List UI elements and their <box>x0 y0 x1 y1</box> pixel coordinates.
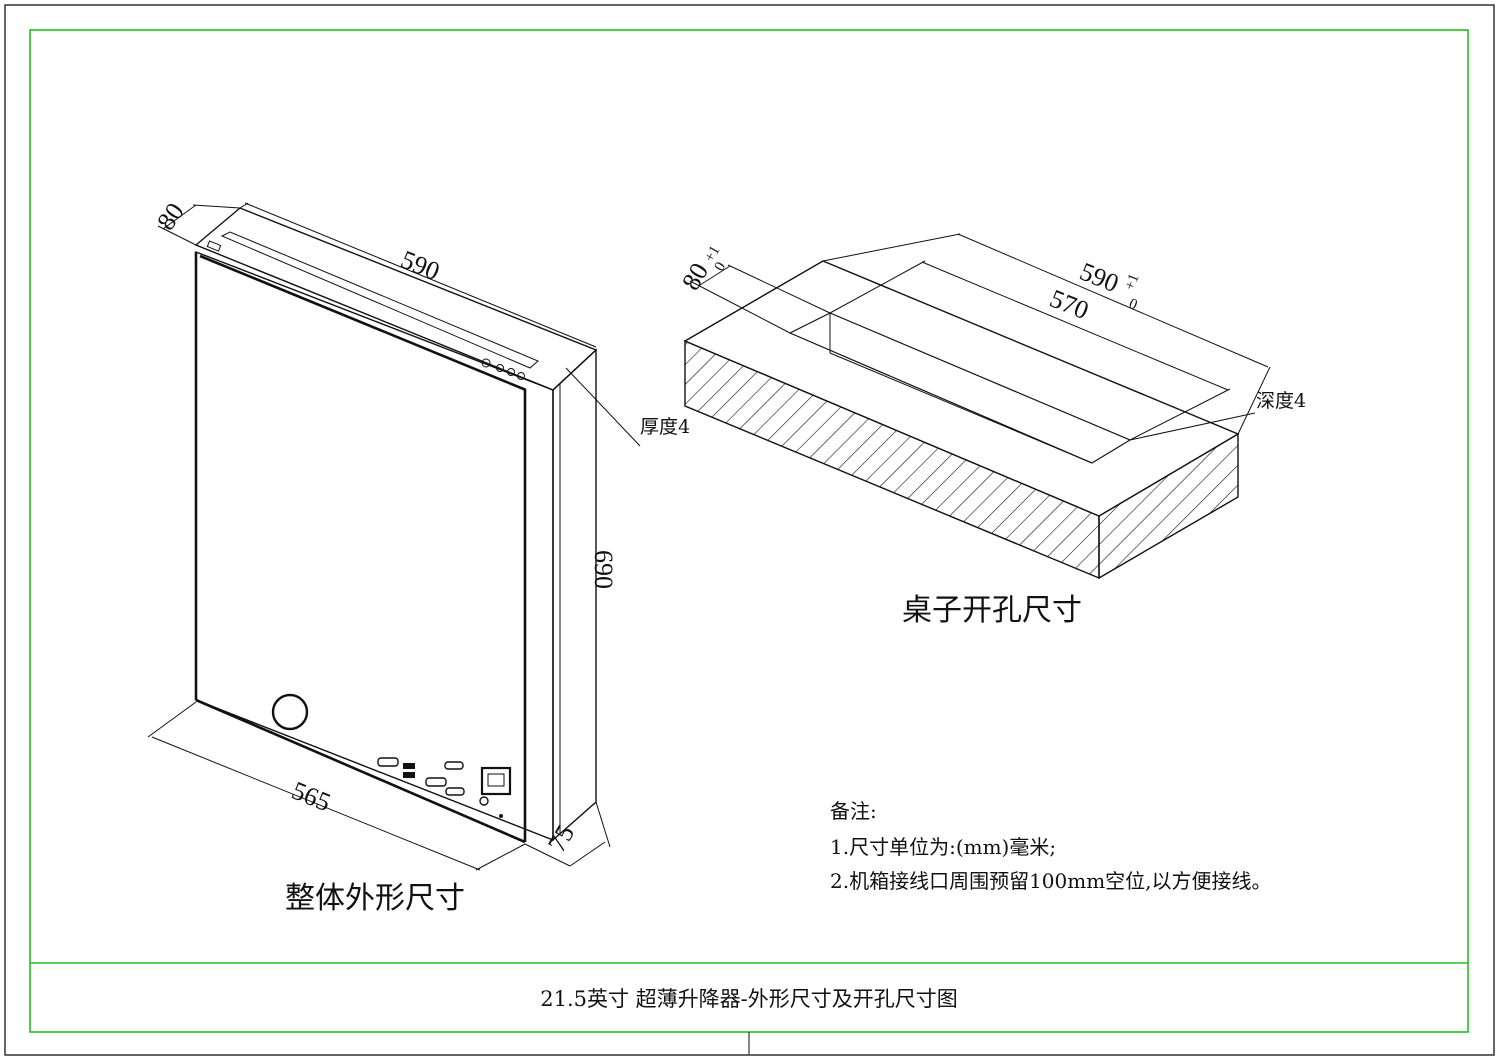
dim-565-ext-1 <box>147 701 197 738</box>
overall-view-caption: 整体外形尺寸 <box>285 881 465 916</box>
dim-75-line-2 <box>569 841 606 867</box>
dim-hole-outer-tol-upper: +1 <box>1122 272 1143 293</box>
dim-hole-inner-line <box>921 261 1229 391</box>
dim-hole-depth-ext-2 <box>727 264 831 314</box>
dim-hole-depth-line <box>699 265 731 286</box>
dim-75-line <box>524 843 571 867</box>
front-bezel-top <box>199 254 527 392</box>
dim-hole-outer-ext-2 <box>1237 366 1271 435</box>
front-power-socket-inner-icon <box>487 773 505 787</box>
top-button-icon-2 <box>496 364 504 372</box>
dim-565-ext-2 <box>475 843 526 871</box>
dim-height-label: 690 <box>589 550 618 589</box>
depth-leader-line <box>1129 412 1256 441</box>
dim-hole-depth-tol-upper: +1 <box>702 243 724 265</box>
front-bezel-bottom <box>195 698 526 844</box>
dim-80-ext-1 <box>157 225 197 246</box>
note-item-2: 2.机箱接线口周围预留100mm空位,以方便接线。 <box>830 869 1272 893</box>
thickness-leader-line <box>565 367 641 447</box>
dim-hole-outer-ext-1 <box>822 233 961 262</box>
notes-block: 备注: 1.尺寸单位为:(mm)毫米; 2.机箱接线口周围预留100mm空位,以… <box>830 799 1272 893</box>
front-vga-port-icon-1 <box>377 757 399 767</box>
front-usb-port-icon-2 <box>403 772 415 778</box>
dim-hole-depth-ext-1 <box>689 280 791 334</box>
device-front-panel <box>195 250 554 842</box>
depth-label: 深度4 <box>1256 390 1306 412</box>
overall-device-view: 80 590 厚度4 690 565 75 整体外形尺寸 <box>147 198 690 916</box>
dim-75-ext-1 <box>595 801 611 848</box>
dim-80-ext-2 <box>192 204 241 209</box>
dim-bottom-width-label: 565 <box>288 776 335 817</box>
dim-hole-inner-ext-1 <box>829 260 926 314</box>
dim-80-line <box>162 204 197 230</box>
top-display-strip <box>220 231 539 369</box>
desk-cutout-caption: 桌子开孔尺寸 <box>902 593 1082 628</box>
dim-top-width-label: 590 <box>397 245 444 286</box>
device-side-panel <box>552 348 597 842</box>
dim-hole-inner-label: 570 <box>1046 284 1093 325</box>
dim-hole-outer-label: 590 <box>1076 257 1123 298</box>
dim-hole-inner-ext-2 <box>1129 388 1231 441</box>
top-usb-icon <box>206 240 222 252</box>
front-round-button-icon <box>271 693 309 731</box>
front-vga-port-icon-3 <box>444 761 464 770</box>
sheet-outer-border <box>4 4 1495 1056</box>
front-dc-jack-icon <box>479 796 489 806</box>
dim-top-depth-label: 80 <box>151 198 190 236</box>
front-indicator-dot-icon <box>499 814 503 818</box>
dim-565-line <box>151 736 481 871</box>
title-block-title: 21.5英寸 超薄升降器-外形尺寸及开孔尺寸图 <box>540 987 958 1011</box>
cutout-inner-floor <box>829 352 1093 464</box>
top-button-icon-4 <box>517 372 525 380</box>
desk-cutout-view: 80 +1 0 590 +1 0 570 深度4 桌子开孔尺寸 <box>676 233 1306 628</box>
dim-590-line <box>244 202 597 348</box>
front-vga-port-icon-2 <box>425 777 447 787</box>
dim-hole-depth-label: 80 <box>676 258 714 295</box>
top-button-icon-1 <box>481 358 491 368</box>
top-button-icon-3 <box>507 368 515 376</box>
notes-heading: 备注: <box>830 799 877 823</box>
front-power-socket-icon <box>480 766 512 796</box>
front-usb-port-icon-1 <box>403 763 415 769</box>
dim-hole-depth-tol-lower: 0 <box>712 260 730 274</box>
front-vga-port-icon-4 <box>445 787 465 796</box>
thickness-label: 厚度4 <box>640 416 690 438</box>
dim-hole-outer-line <box>957 233 1269 368</box>
dim-bottom-depth-label: 75 <box>542 820 580 857</box>
note-item-1: 1.尺寸单位为:(mm)毫米; <box>830 835 1056 859</box>
